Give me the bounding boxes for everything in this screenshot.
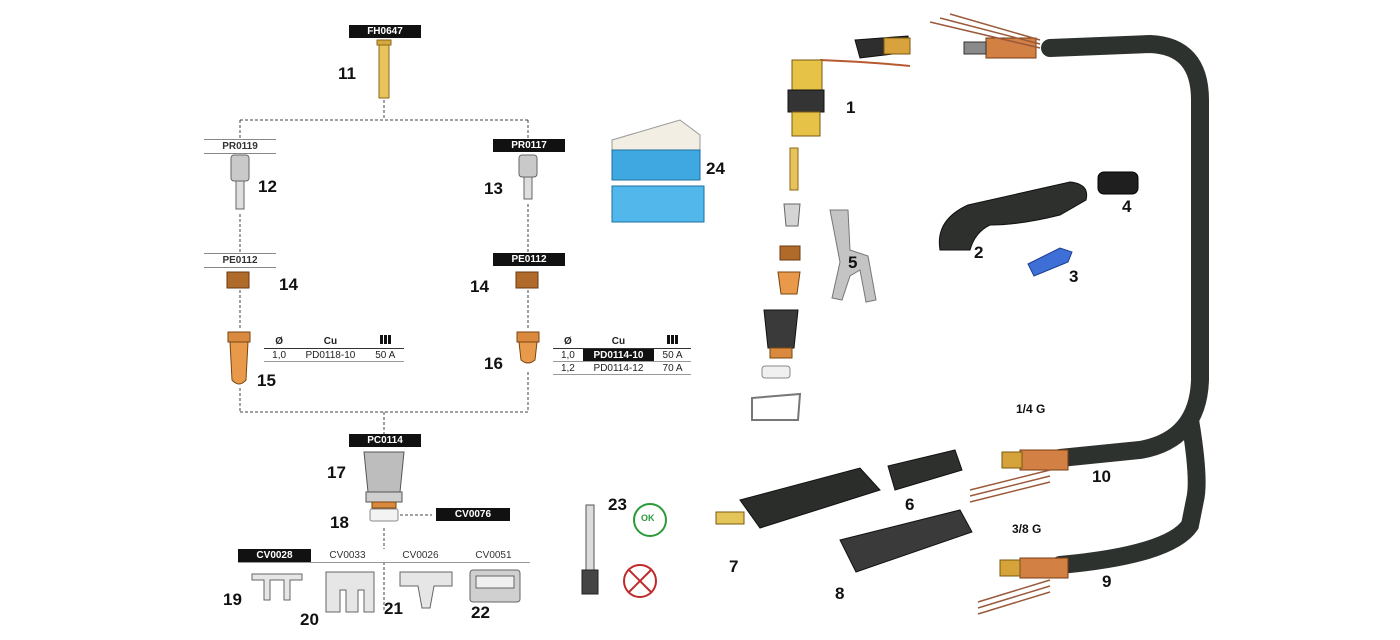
callout-11: 11 [338,64,356,83]
column-swirl [783,203,801,227]
cell: 1,0 [264,348,295,362]
callout-12: 12 [258,177,277,196]
part-14-bushing-right [515,271,539,289]
callout-14-left: 14 [279,275,298,294]
column-tip [777,271,801,295]
callout-7: 7 [729,557,739,576]
part-1-torch-head [787,35,911,137]
callout-4: 4 [1122,197,1132,216]
callout-21: 21 [384,599,403,618]
callout-22: 22 [471,603,490,622]
part-13-swirl [518,154,538,200]
cell: PD0118-10 [294,348,367,362]
size-three-eighths: 3/8 G [1012,522,1042,536]
main-hose [929,13,1209,615]
callout-16: 16 [484,354,503,373]
cell: 1,2 [553,361,583,375]
code-pc0114: PC0114 [349,434,421,447]
col-cu: Cu [582,334,655,349]
part-12-swirl [230,154,250,210]
tab-cv0026: CV0026 [402,550,439,561]
part-16-tip [516,331,540,364]
code-pe0112-right: PE0112 [493,253,565,266]
part-17-nozzle [363,451,405,509]
callout-17: 17 [327,463,346,482]
ok-badge-circle [633,503,667,537]
stack-icon [366,334,404,349]
spacer-code-tabs: CV0028 CV0033 CV0026 CV0051 [238,549,530,563]
col-cu: Cu [294,334,367,349]
code-fh0647: FH0647 [349,25,421,38]
callout-24: 24 [706,159,725,178]
callout-13: 13 [484,179,503,198]
part-6-sleeve [887,449,963,491]
code-pr0119: PR0119 [204,139,276,154]
cell: PD0114-12 [582,361,655,375]
part-4-spring [1097,171,1139,195]
part-18-ring [369,508,399,522]
tab-cv0028: CV0028 [238,549,311,562]
column-electrode [789,147,799,191]
part-2-handle [938,181,1088,251]
callout-20: 20 [300,610,319,629]
callout-10: 10 [1092,467,1111,486]
callout-15: 15 [257,371,276,390]
part-8-plug [839,509,973,573]
callout-2: 2 [974,243,984,262]
code-cv0076: CV0076 [436,508,510,521]
tab-cv0033: CV0033 [329,550,366,561]
ok-badge: OK [641,513,655,523]
cell: 1,0 [553,348,583,362]
callout-18: 18 [330,513,349,532]
code-pe0112-left: PE0112 [204,253,276,268]
callout-1: 1 [846,98,856,117]
part-7-connector [715,467,881,529]
code-pr0117: PR0117 [493,139,565,152]
part-3-switch [1027,247,1073,277]
part-23-tool [581,504,599,595]
part-24-box [611,119,705,223]
callout-19: 19 [223,590,242,609]
spec-table-right: Ø Cu 1,0 PD0114-10 50 A 1,2 PD0114-12 70… [553,334,691,375]
connector-lines [239,100,529,612]
callout-23: 23 [608,495,627,514]
part-14-bushing-left [226,271,250,289]
callout-5: 5 [848,253,858,272]
part-11-holder [376,39,392,99]
callout-6: 6 [905,495,915,514]
spacers [251,569,521,613]
part-5-lever [829,209,877,303]
callout-14-right: 14 [470,277,489,296]
cell: 50 A [366,348,404,362]
cell: 50 A [654,348,691,362]
callout-8: 8 [835,584,845,603]
column-ring [761,365,791,379]
cell: 70 A [654,361,691,375]
size-quarter: 1/4 G [1016,402,1046,416]
callout-9: 9 [1102,572,1112,591]
cell-highlight: PD0114-10 [582,348,655,362]
part-15-tip [227,331,251,385]
tab-cv0051: CV0051 [475,550,512,561]
stack-icon [654,334,691,349]
col-diameter: Ø [553,334,583,349]
col-diameter: Ø [264,334,295,349]
column-bushing [779,245,801,261]
callout-3: 3 [1069,267,1079,286]
column-nozzle [763,309,799,349]
column-spacer [751,392,802,421]
spec-table-left: Ø Cu 1,0 PD0118-10 50 A [264,334,404,362]
